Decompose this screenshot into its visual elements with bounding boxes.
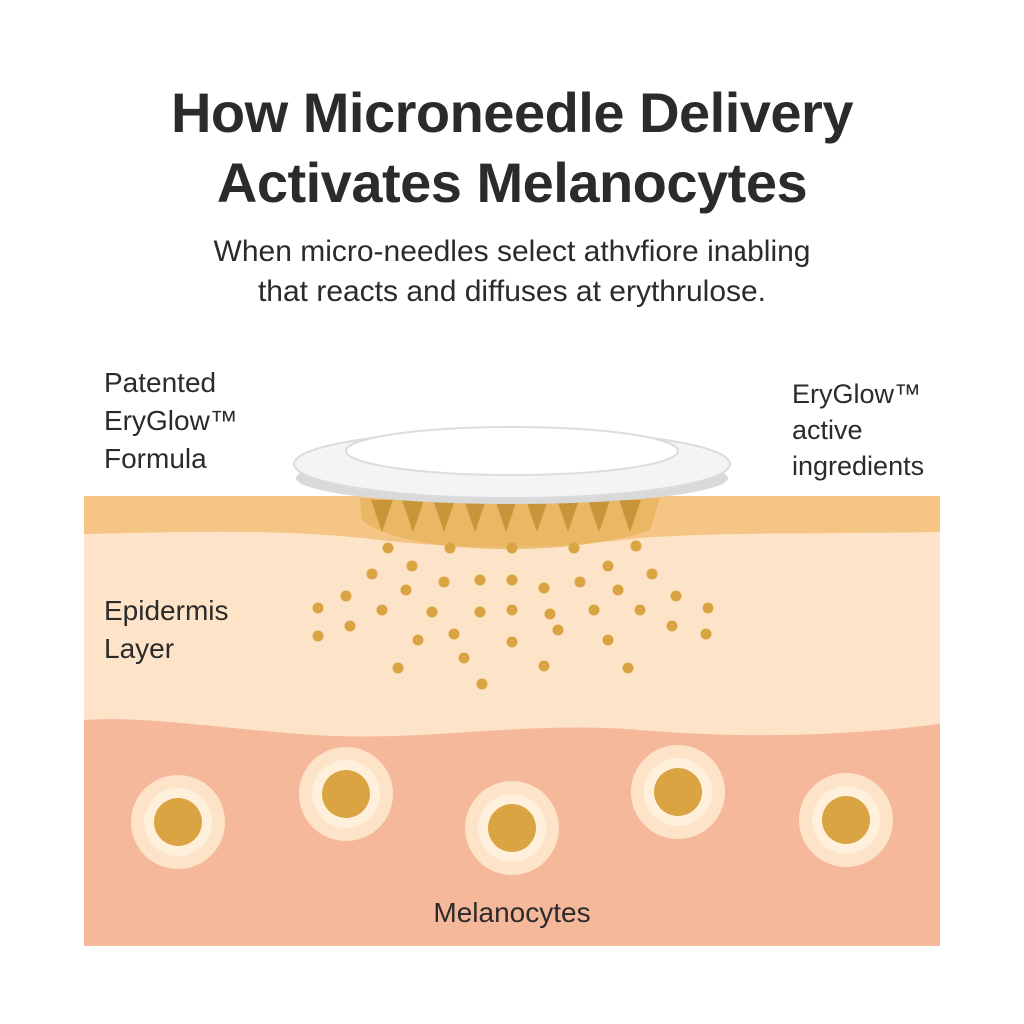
active-particle	[426, 606, 438, 618]
epidermis-label-line-1: Epidermis	[104, 595, 229, 626]
subtitle-line-2: that reacts and diffuses at erythrulose.	[257, 275, 767, 308]
melanocyte-cell	[299, 747, 393, 841]
melanocyte-cell	[465, 781, 559, 875]
melanocytes-label: Melanocytes	[433, 897, 591, 928]
absorption-zone	[360, 498, 660, 550]
active-particle	[344, 620, 356, 632]
microneedle-patch	[293, 426, 731, 504]
active-particle	[700, 628, 712, 640]
diffusing-particles	[312, 540, 714, 690]
cell-nucleus	[154, 798, 202, 846]
active-particle	[400, 584, 412, 596]
cell-nucleus	[322, 770, 370, 818]
active-particle	[646, 568, 658, 580]
formula-label-line-2: EryGlow™	[104, 405, 238, 436]
active-particle	[458, 652, 470, 664]
melanocyte-cell	[799, 773, 893, 867]
active-particle	[474, 606, 486, 618]
active-particle	[666, 620, 678, 632]
cell-nucleus	[654, 768, 702, 816]
active-particle	[612, 584, 624, 596]
formula-label-line-1: Patented	[104, 367, 217, 398]
active-particle	[602, 560, 614, 572]
melanocyte-cell	[131, 775, 225, 869]
active-particle	[312, 630, 324, 642]
epidermis-layer	[84, 530, 940, 737]
formula-label: Patented EryGlow™ Formula	[104, 364, 238, 478]
active-particle	[622, 662, 634, 674]
melanocyte-cells	[131, 745, 893, 875]
active-particle	[588, 604, 600, 616]
active-particle	[506, 574, 518, 586]
active-label-line-2: active	[792, 415, 863, 445]
active-particle	[382, 542, 394, 554]
active-particle	[702, 602, 714, 614]
active-label-line-3: ingredients	[792, 451, 925, 481]
active-particle	[406, 560, 418, 572]
subtitle-line-1: When micro-needles select athvfiore inab…	[213, 235, 811, 268]
active-particle	[474, 574, 486, 586]
microneedle	[526, 500, 548, 532]
active-particle	[506, 604, 518, 616]
title-line-1: How Microneedle Delivery	[170, 81, 854, 144]
active-particle	[630, 540, 642, 552]
microneedle	[588, 500, 610, 532]
cell-nucleus	[488, 804, 536, 852]
active-particle	[340, 590, 352, 602]
microneedle	[433, 500, 455, 532]
active-particle	[506, 636, 518, 648]
active-ingredients-label: EryGlow™ active ingredients	[792, 376, 924, 484]
active-particle	[366, 568, 378, 580]
active-particle	[376, 604, 388, 616]
active-particle	[544, 608, 556, 620]
active-label-line-1: EryGlow™	[792, 379, 922, 409]
active-particle	[506, 542, 518, 554]
melanocyte-cell	[631, 745, 725, 839]
patch-top	[345, 426, 679, 476]
diagram-title: How Microneedle Delivery Activates Melan…	[0, 78, 1024, 218]
title-line-2: Activates Melanocytes	[216, 151, 808, 214]
microneedle	[371, 500, 393, 532]
active-particle	[574, 576, 586, 588]
active-particle	[538, 660, 550, 672]
active-particle	[392, 662, 404, 674]
cell-nucleus	[822, 796, 870, 844]
formula-label-line-3: Formula	[104, 443, 207, 474]
microneedle	[402, 500, 424, 532]
microneedle	[557, 500, 579, 532]
microneedle-array	[371, 500, 641, 532]
microneedle	[619, 500, 641, 532]
active-particle	[602, 634, 614, 646]
active-particle	[412, 634, 424, 646]
active-particle	[448, 628, 460, 640]
microneedle	[464, 500, 486, 532]
diagram-subtitle: When micro-needles select athvfiore inab…	[0, 232, 1024, 312]
active-particle	[568, 542, 580, 554]
active-particle	[312, 602, 324, 614]
microneedle	[495, 500, 517, 532]
active-particle	[538, 582, 550, 594]
epidermis-label-line-2: Layer	[104, 633, 175, 664]
active-particle	[634, 604, 646, 616]
active-particle	[476, 678, 488, 690]
active-particle	[444, 542, 456, 554]
epidermis-label: Epidermis Layer	[104, 592, 228, 668]
active-particle	[438, 576, 450, 588]
active-particle	[552, 624, 564, 636]
active-particle	[670, 590, 682, 602]
